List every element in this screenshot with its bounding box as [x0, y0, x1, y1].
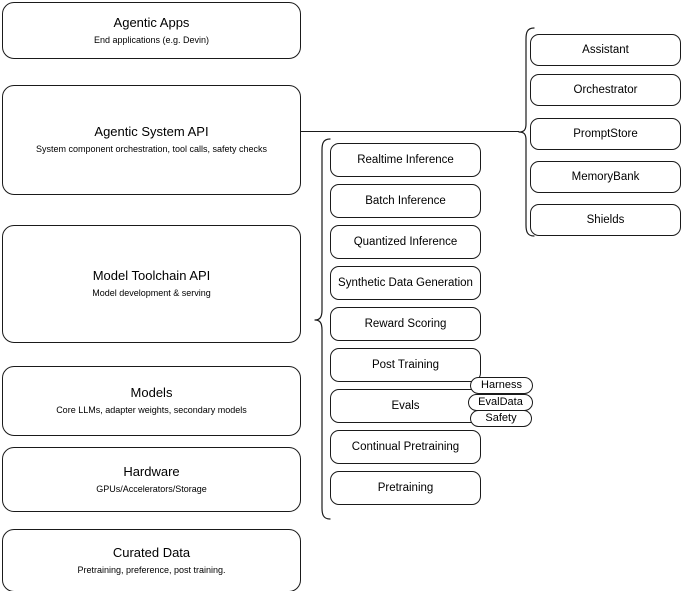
component-box-orchestrator[interactable]: Orchestrator [530, 74, 681, 106]
layer-title: Model Toolchain API [92, 268, 211, 283]
layer-box-models[interactable]: Models Core LLMs, adapter weights, secon… [2, 366, 301, 436]
layer-subtitle: Core LLMs, adapter weights, secondary mo… [56, 405, 247, 415]
layer-box-model-toolchain-api[interactable]: Model Toolchain API Model development & … [2, 225, 301, 343]
layer-subtitle: End applications (e.g. Devin) [93, 34, 210, 45]
layer-title: Agentic System API [94, 124, 209, 139]
layer-subtitle: Pretraining, preference, post training. [77, 564, 226, 575]
layer-title: Models [130, 385, 173, 400]
bracket-model-toolchain [301, 138, 331, 520]
layer-subtitle: System component orchestration, tool cal… [35, 144, 268, 154]
layer-box-agentic-apps[interactable]: Agentic Apps End applications (e.g. Devi… [2, 2, 301, 59]
component-label: PromptStore [573, 128, 638, 140]
component-label: Assistant [582, 44, 629, 56]
badge-label: Safety [485, 412, 517, 424]
capability-label: Quantized Inference [353, 236, 458, 248]
capability-label: Synthetic Data Generation [338, 277, 473, 289]
component-box-shields[interactable]: Shields [530, 204, 681, 236]
capability-label: Evals [391, 400, 420, 412]
badge-label: EvalData [478, 396, 523, 408]
badge-label: Harness [481, 379, 522, 391]
layer-box-curated-data[interactable]: Curated Data Pretraining, preference, po… [2, 529, 301, 591]
layer-box-hardware[interactable]: Hardware GPUs/Accelerators/Storage [2, 447, 301, 512]
capability-label: Continual Pretraining [351, 441, 460, 453]
capability-label: Realtime Inference [357, 154, 454, 166]
capability-box-post-training[interactable]: Post Training [330, 348, 481, 382]
layer-box-agentic-system-api[interactable]: Agentic System API System component orch… [2, 85, 301, 195]
component-box-promptstore[interactable]: PromptStore [530, 118, 681, 150]
component-box-memorybank[interactable]: MemoryBank [530, 161, 681, 193]
capability-label: Batch Inference [365, 195, 446, 207]
capability-box-continual-pretraining[interactable]: Continual Pretraining [330, 430, 481, 464]
connector-agentic-system-to-components [301, 131, 519, 132]
capability-box-realtime-inference[interactable]: Realtime Inference [330, 143, 481, 177]
capability-label: Pretraining [377, 482, 434, 494]
layer-title: Agentic Apps [113, 14, 190, 30]
layer-subtitle: GPUs/Accelerators/Storage [96, 483, 207, 494]
component-label: Shields [586, 214, 625, 226]
capability-box-pretraining[interactable]: Pretraining [330, 471, 481, 505]
capability-box-synthetic-data-generation[interactable]: Synthetic Data Generation [330, 266, 481, 300]
capability-box-evals[interactable]: Evals [330, 389, 481, 423]
badge-pill-harness[interactable]: Harness [470, 377, 533, 394]
layer-title: Curated Data [112, 544, 191, 560]
layer-title: Hardware [123, 463, 180, 479]
badge-pill-evaldata[interactable]: EvalData [468, 394, 533, 411]
capability-label: Reward Scoring [364, 318, 447, 330]
component-label: Orchestrator [573, 84, 638, 96]
layer-subtitle: Model development & serving [92, 288, 211, 298]
badge-pill-safety[interactable]: Safety [470, 410, 532, 427]
capability-box-quantized-inference[interactable]: Quantized Inference [330, 225, 481, 259]
capability-box-batch-inference[interactable]: Batch Inference [330, 184, 481, 218]
capability-box-reward-scoring[interactable]: Reward Scoring [330, 307, 481, 341]
capability-label: Post Training [371, 359, 440, 371]
component-box-assistant[interactable]: Assistant [530, 34, 681, 66]
component-label: MemoryBank [571, 171, 640, 183]
